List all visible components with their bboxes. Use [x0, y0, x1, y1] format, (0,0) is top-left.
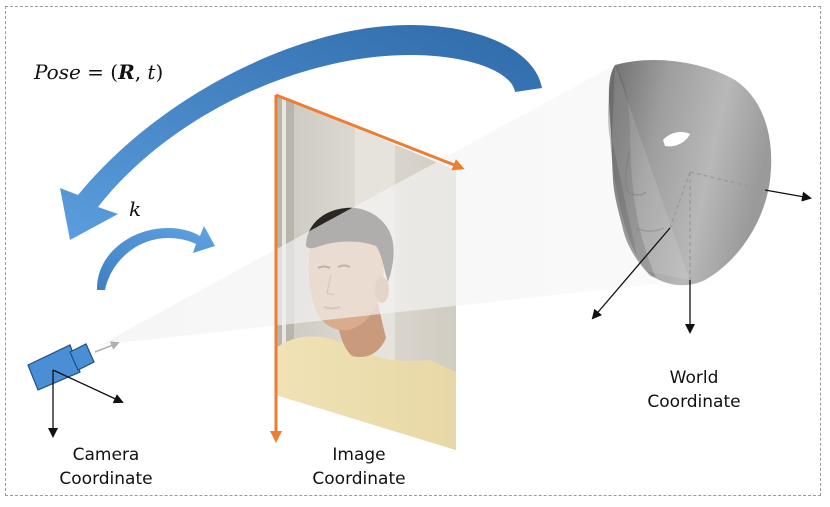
world-caption-line1: World	[669, 368, 719, 388]
image-caption-line2: Coordinate	[312, 469, 406, 489]
pose-translation-symbol: t	[147, 60, 156, 84]
world-coordinate-caption: World Coordinate	[628, 366, 760, 414]
world-caption-line2: Coordinate	[647, 392, 741, 412]
pose-arrow	[60, 25, 542, 240]
camera-coordinate-caption: Camera Coordinate	[40, 443, 172, 491]
camera-icon	[27, 341, 120, 391]
pose-prefix: Pose	[34, 60, 81, 84]
pose-formula-label: Pose = (R, t)	[34, 60, 163, 84]
image-caption-line1: Image	[332, 445, 386, 465]
pose-rotation-symbol: R	[118, 60, 135, 84]
image-coordinate-caption: Image Coordinate	[298, 443, 420, 491]
image-axes	[270, 93, 465, 443]
camera-caption-line2: Coordinate	[59, 469, 153, 489]
world-axes	[591, 171, 812, 334]
camera-caption-line1: Camera	[72, 445, 140, 465]
dashed-border	[5, 6, 821, 496]
intrinsics-k-label: k	[129, 197, 142, 221]
pose-separator: ,	[134, 60, 148, 84]
pose-close: )	[155, 60, 164, 84]
projection-cone	[100, 65, 690, 345]
k-arrow	[96, 226, 215, 290]
pose-equals: = (	[80, 60, 119, 84]
camera-axes	[48, 369, 124, 438]
